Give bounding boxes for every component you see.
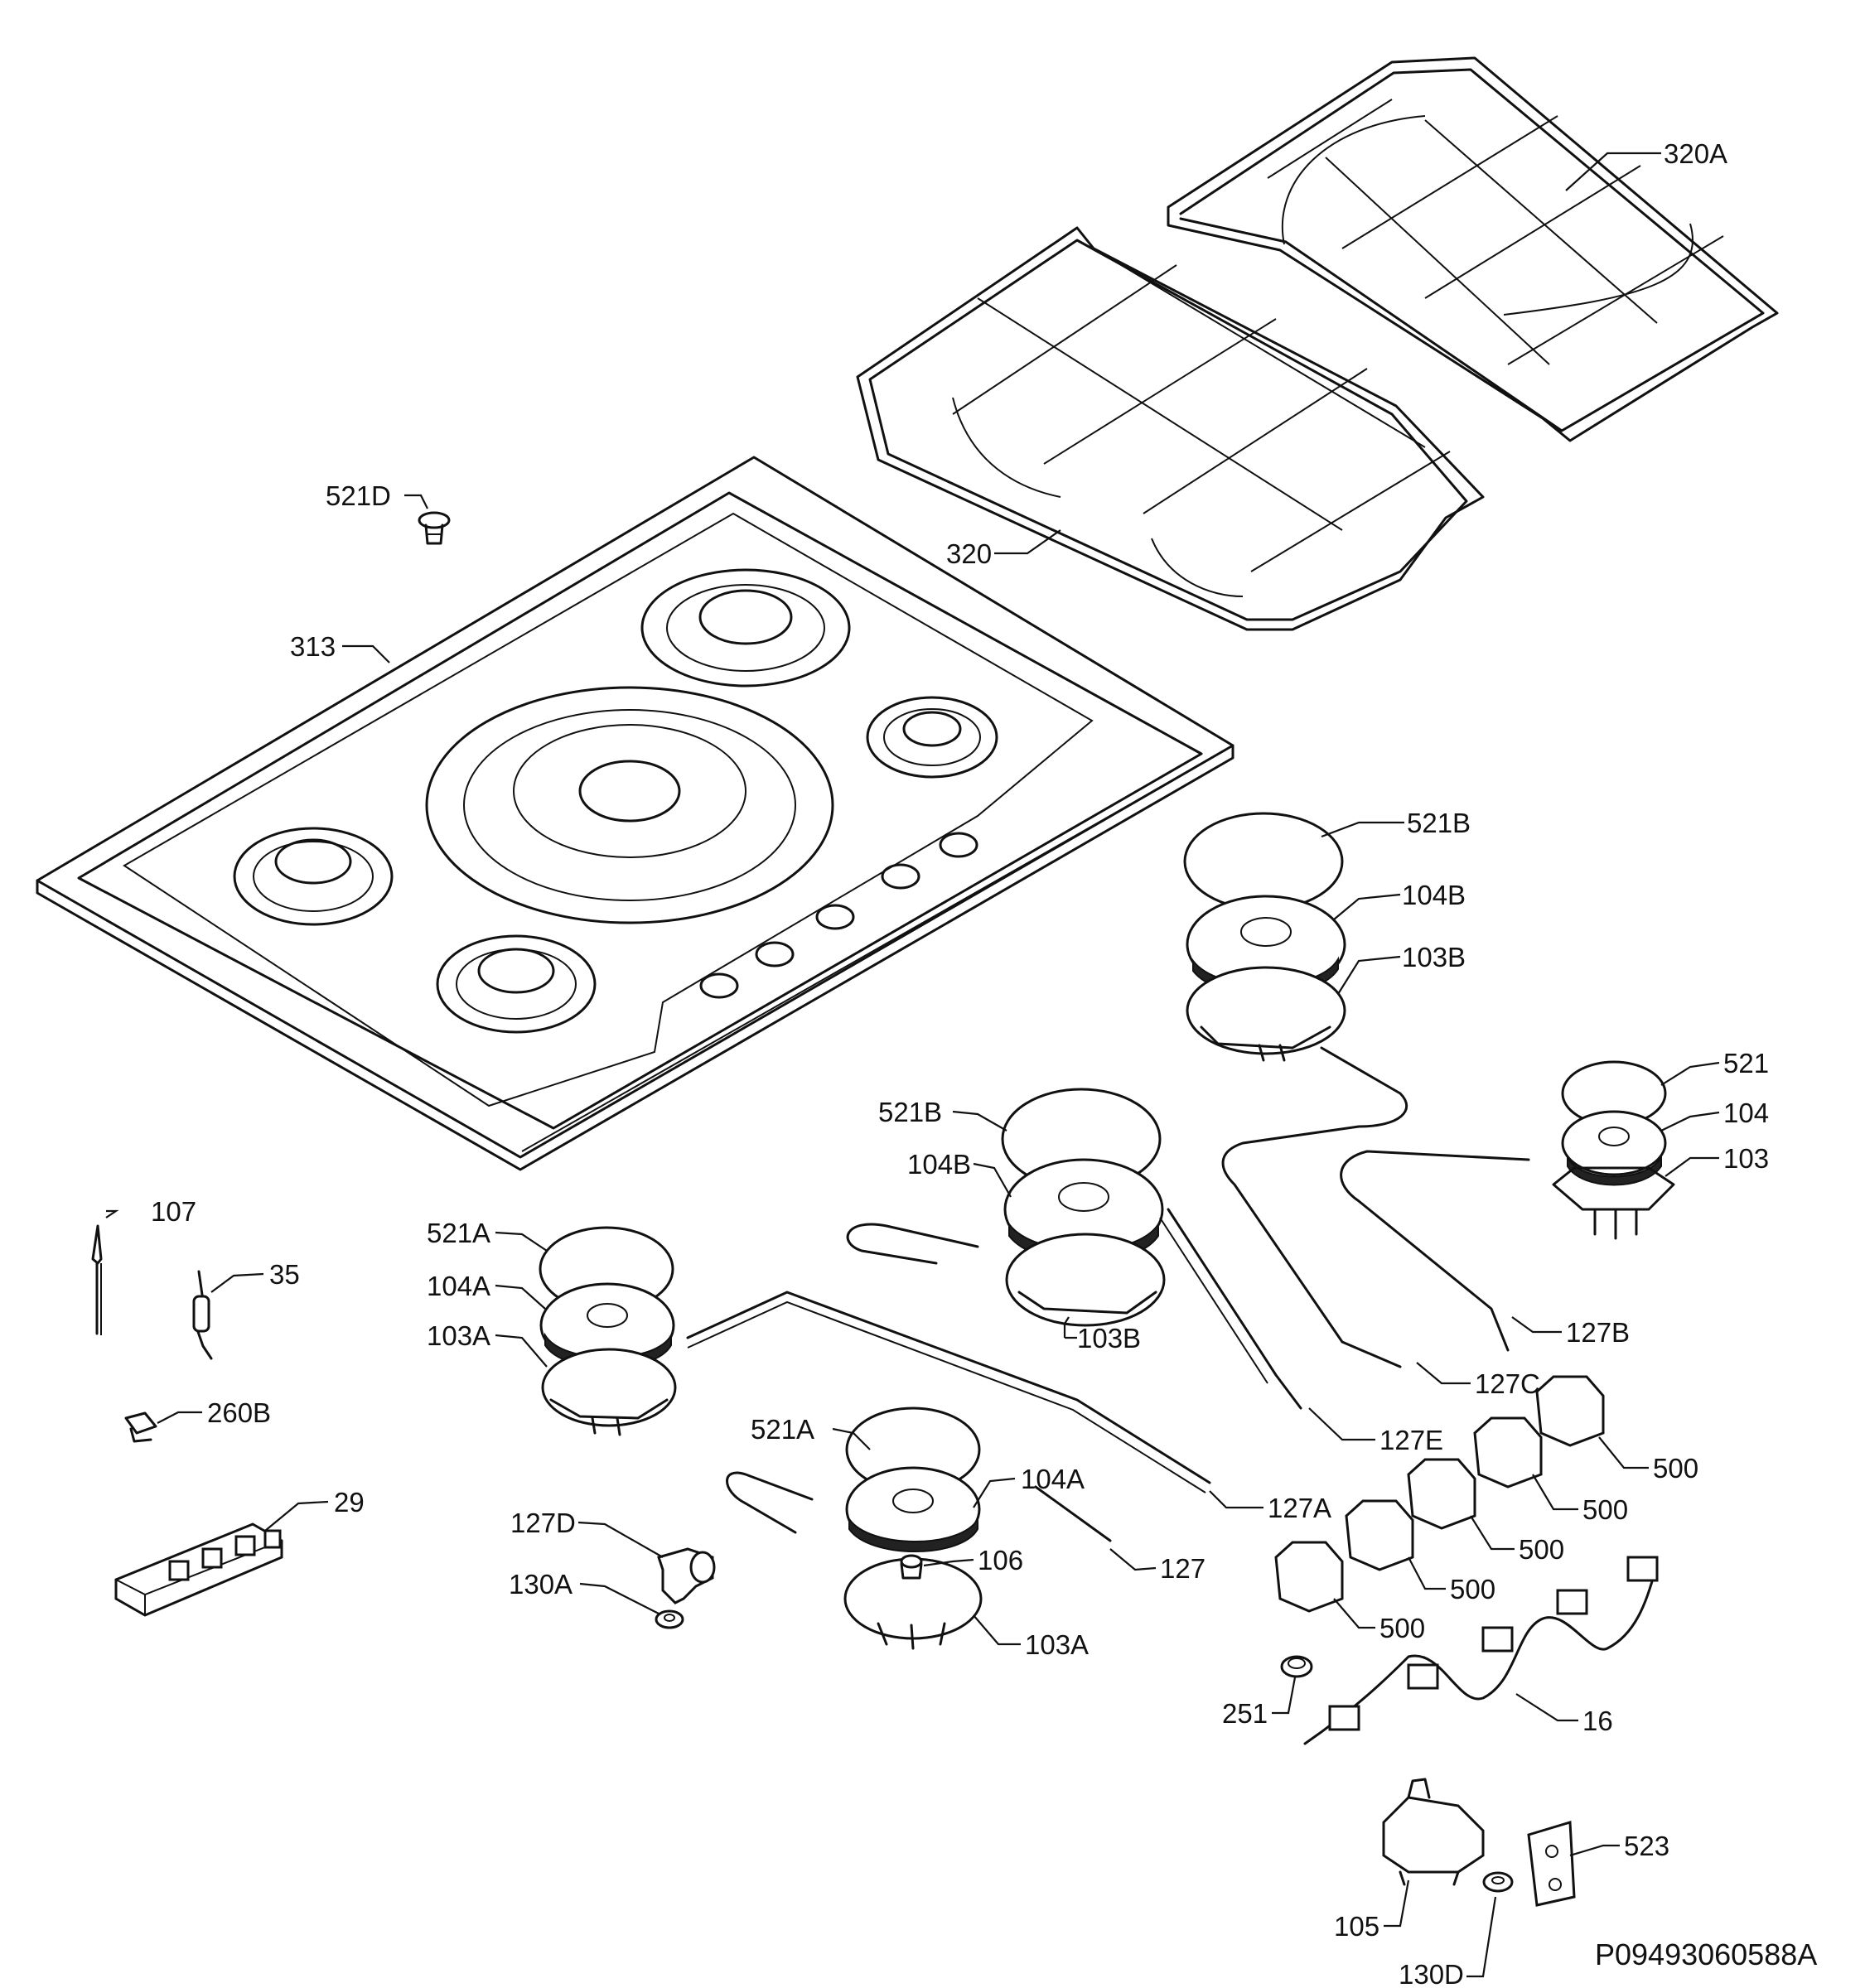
clip-260b bbox=[124, 1411, 157, 1443]
label-104: 104 bbox=[1723, 1098, 1769, 1128]
label-104a-center: 104A bbox=[1021, 1464, 1085, 1494]
label-104a-left: 104A bbox=[427, 1271, 490, 1301]
washer-130a bbox=[655, 1609, 684, 1629]
label-104b-center: 104B bbox=[907, 1149, 971, 1180]
burner-assembly-b-center bbox=[1001, 1088, 1166, 1327]
label-500-5: 500 bbox=[1379, 1613, 1425, 1643]
label-107: 107 bbox=[151, 1196, 196, 1227]
seal-251 bbox=[1280, 1655, 1313, 1678]
spark-switch-harness-16 bbox=[1303, 1556, 1659, 1745]
label-103b-right: 103B bbox=[1402, 942, 1466, 972]
label-105: 105 bbox=[1334, 1911, 1379, 1942]
drawing-code: P09493060588A bbox=[1595, 1937, 1817, 1971]
label-260b: 260B bbox=[207, 1397, 271, 1428]
label-521b-right: 521B bbox=[1407, 808, 1471, 838]
label-521: 521 bbox=[1723, 1048, 1769, 1078]
label-251: 251 bbox=[1222, 1698, 1268, 1729]
control-knobs-500 bbox=[1274, 1375, 1605, 1613]
label-523: 523 bbox=[1624, 1831, 1669, 1861]
gas-pipes bbox=[686, 1046, 1530, 1542]
label-127a: 127A bbox=[1268, 1493, 1331, 1523]
label-521a-center: 521A bbox=[751, 1414, 814, 1445]
label-103: 103 bbox=[1723, 1143, 1769, 1174]
spark-plug-35 bbox=[192, 1270, 213, 1360]
label-16: 16 bbox=[1582, 1706, 1613, 1736]
label-103a-left: 103A bbox=[427, 1320, 490, 1351]
label-103b-center: 103B bbox=[1077, 1323, 1141, 1353]
label-127: 127 bbox=[1160, 1553, 1205, 1584]
label-521b-center: 521B bbox=[878, 1097, 942, 1127]
label-320a: 320A bbox=[1664, 138, 1727, 169]
label-500-1: 500 bbox=[1653, 1453, 1698, 1484]
label-320: 320 bbox=[946, 538, 992, 569]
thermocouple-107 bbox=[91, 1224, 103, 1335]
label-103a-center: 103A bbox=[1025, 1629, 1089, 1660]
label-130d: 130D bbox=[1399, 1959, 1464, 1988]
burner-assembly-b-right bbox=[1183, 812, 1346, 1062]
label-500-2: 500 bbox=[1582, 1494, 1628, 1525]
pan-support-320a bbox=[1167, 56, 1779, 442]
burner-assembly-small bbox=[1552, 1060, 1675, 1240]
gas-tap-105 bbox=[1382, 1778, 1485, 1886]
label-500-3: 500 bbox=[1519, 1534, 1564, 1565]
part-labels: 320A 320 521D 313 521B 104B 103B 521 104… bbox=[151, 138, 1769, 1988]
nut-130d bbox=[1482, 1871, 1514, 1893]
label-130a: 130A bbox=[509, 1569, 573, 1600]
label-35: 35 bbox=[269, 1259, 300, 1290]
label-521a-left: 521A bbox=[427, 1218, 490, 1248]
label-104b-right: 104B bbox=[1402, 880, 1466, 910]
elbow-127d bbox=[657, 1547, 716, 1604]
leader-lines bbox=[105, 152, 1720, 1978]
bracket-523 bbox=[1527, 1821, 1576, 1907]
label-500-4: 500 bbox=[1450, 1574, 1495, 1604]
label-521d: 521D bbox=[326, 480, 391, 511]
pan-support-320 bbox=[856, 226, 1485, 631]
label-313: 313 bbox=[290, 631, 336, 662]
label-106: 106 bbox=[978, 1545, 1023, 1575]
burner-assembly-a-center bbox=[843, 1407, 983, 1650]
label-127c: 127C bbox=[1475, 1368, 1540, 1399]
hob-top-313 bbox=[36, 456, 1234, 1171]
label-127d: 127D bbox=[510, 1508, 576, 1538]
label-127b: 127B bbox=[1566, 1317, 1630, 1348]
label-29: 29 bbox=[334, 1487, 365, 1518]
burner-assembly-a-left bbox=[539, 1226, 677, 1436]
label-127e: 127E bbox=[1379, 1425, 1443, 1455]
screw-521d bbox=[418, 511, 451, 545]
ignition-generator-29 bbox=[114, 1522, 283, 1617]
